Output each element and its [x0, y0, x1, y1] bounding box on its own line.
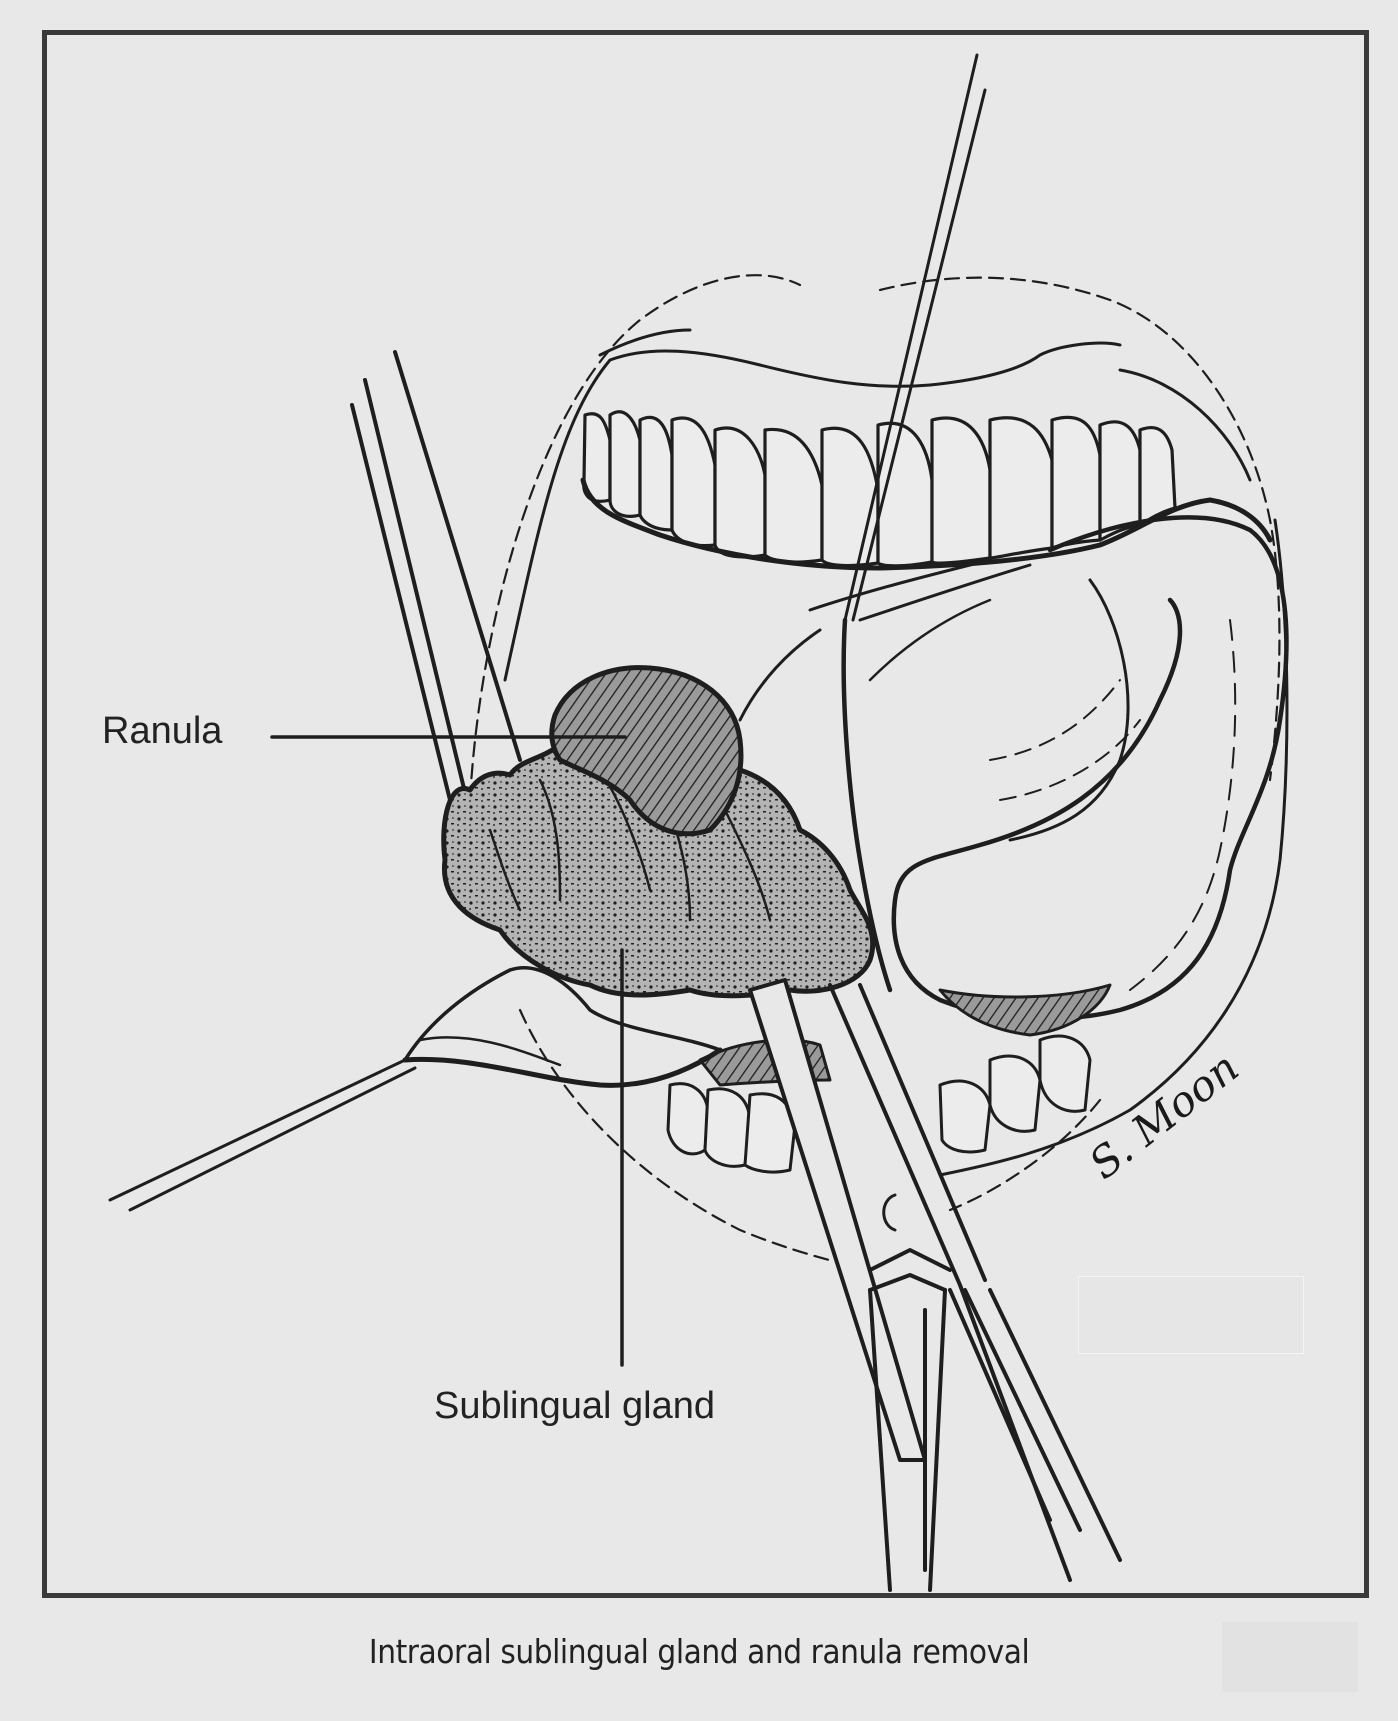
- upper-lip-outline: [468, 274, 1281, 802]
- suture-needle: [843, 53, 987, 622]
- scissors-screw: [882, 1193, 897, 1232]
- figure-caption: Intraoral sublingual gland and ranula re…: [368, 1632, 1030, 1671]
- lower-teeth: [666, 1034, 1092, 1174]
- ranula-label: Ranula: [102, 710, 223, 752]
- sublingual-gland-label: Sublingual gland: [434, 1385, 716, 1427]
- gumline: [580, 477, 1273, 571]
- traction-suture: [108, 1058, 407, 1202]
- left-retractor: [350, 350, 522, 807]
- upper-teeth: [582, 410, 1177, 568]
- scan-artifact-patch: [1078, 1276, 1304, 1354]
- mucosal-flap: [403, 966, 722, 1062]
- lower-lip-outline: [938, 518, 1289, 1177]
- upper-lip-inner: [503, 341, 1122, 682]
- illustration-frame: [42, 30, 1369, 1598]
- ranula-shape: [549, 665, 744, 837]
- scan-artifact-patch-caption: [1222, 1622, 1358, 1692]
- surgical-scissors: [748, 978, 1122, 1592]
- tongue-outline: [891, 515, 1289, 1021]
